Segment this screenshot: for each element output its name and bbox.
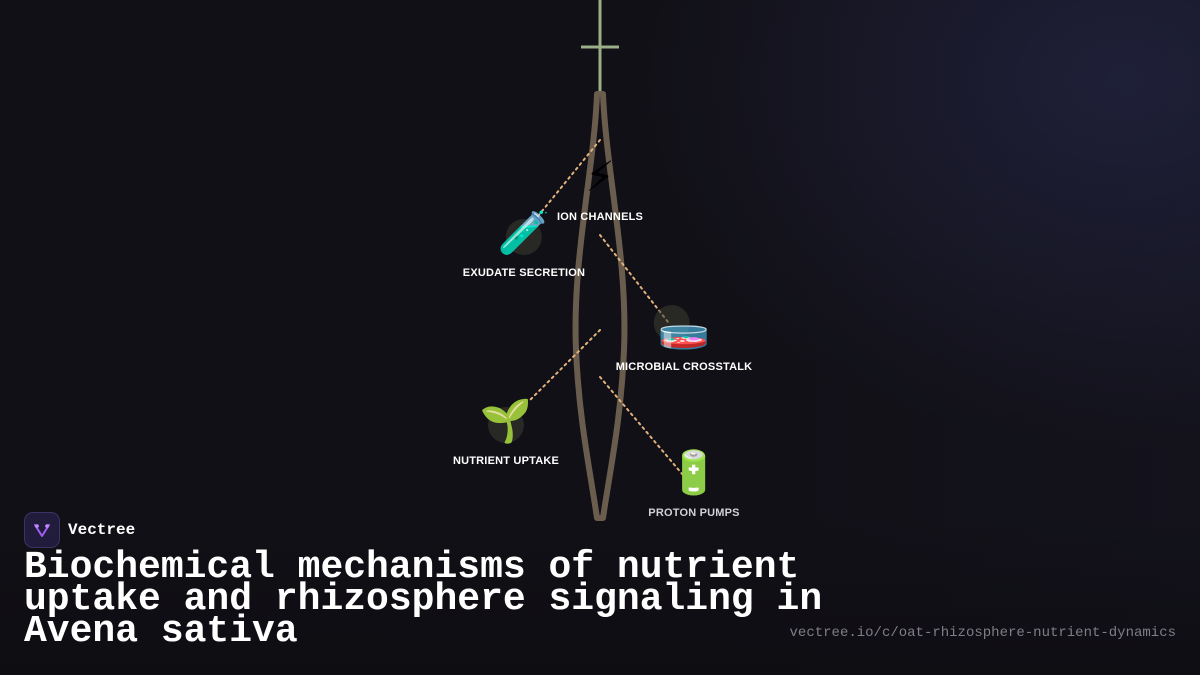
lightning-icon: ⚡ [585, 152, 615, 201]
node-ion-channels[interactable]: ⚡ ION CHANNELS [556, 149, 644, 224]
seedling-icon: 🌱 [479, 396, 533, 445]
icon-shadow [487, 407, 524, 443]
node-label: NUTRIENT UPTAKE [452, 455, 560, 467]
node-exudate-secretion[interactable]: 🧪 EXUDATE SECRETION [462, 205, 586, 280]
node-microbial-crosstalk[interactable]: 🧫 MICROBIAL CROSSTALK [616, 299, 753, 373]
node-label: MICROBIAL CROSSTALK [615, 361, 753, 373]
taproot [572, 91, 628, 521]
test-tube-icon: 🧪 [497, 208, 551, 257]
connector-nutrient [527, 329, 601, 403]
icon-holder: 🧫 [654, 299, 714, 355]
node-proton-pumps[interactable]: 🔋 PROTON PUMPS [648, 445, 740, 520]
node-label: ION CHANNELS [556, 211, 644, 223]
icon-holder: 🧪 [494, 205, 554, 261]
icon-holder: 🌱 [476, 393, 536, 449]
brand-name: Vectree [68, 521, 136, 539]
icon-shadow [505, 219, 542, 255]
petri-dish-icon: 🧫 [657, 302, 711, 351]
source-url[interactable]: vectree.io/c/oat-rhizosphere-nutrient-dy… [789, 625, 1176, 641]
node-label: EXUDATE SECRETION [462, 267, 586, 279]
page-title: Biochemical mechanisms of nutrient uptak… [24, 546, 823, 653]
icon-holder: ⚡ [570, 149, 630, 205]
node-nutrient-uptake[interactable]: 🌱 NUTRIENT UPTAKE [452, 393, 560, 468]
connector-ion-exudate [537, 139, 601, 217]
connector-proton [599, 376, 684, 476]
bottom-fade [0, 515, 1200, 675]
battery-icon: 🔋 [667, 448, 721, 497]
brand[interactable]: Vectree [24, 512, 135, 548]
connector-microbial [599, 234, 669, 323]
node-label: PROTON PUMPS [648, 507, 740, 519]
vectree-logo-icon [24, 512, 60, 548]
icon-holder: 🔋 [664, 445, 724, 501]
icon-shadow [654, 305, 690, 341]
